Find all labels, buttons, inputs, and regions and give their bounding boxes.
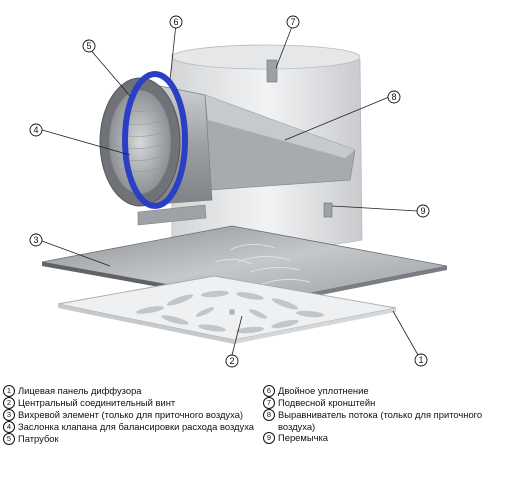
legend-number: 2 — [3, 397, 15, 409]
callout-9: 9 — [416, 204, 430, 218]
callout-5: 5 — [82, 39, 96, 53]
callout-2: 2 — [225, 354, 239, 368]
svg-text:1: 1 — [418, 355, 423, 365]
callout-8: 8 — [387, 90, 401, 104]
leader-lines — [41, 23, 419, 356]
legend-item-face-panel: 1 Лицевая панель диффузора — [3, 385, 258, 397]
callout-6: 6 — [169, 15, 183, 29]
legend-item-damper: 4 Заслонка клапана для балансировки расх… — [3, 421, 258, 433]
legend-number: 6 — [263, 385, 275, 397]
legend-text: Заслонка клапана для балансировки расход… — [18, 421, 254, 432]
legend-number: 3 — [3, 409, 15, 421]
callout-1: 1 — [414, 353, 428, 367]
callout-4: 4 — [29, 123, 43, 137]
legend-text: Лицевая панель диффузора — [18, 385, 142, 396]
svg-text:8: 8 — [391, 92, 396, 102]
legend-text: Перемычка — [278, 432, 328, 444]
svg-text:6: 6 — [173, 17, 178, 27]
damper-mesh — [109, 105, 171, 172]
legend-number: 9 — [263, 432, 275, 445]
legend-item-bridge: 9 Перемычка — [263, 432, 509, 445]
legend-text: Вихревой элемент (только для приточного … — [18, 409, 244, 420]
hanger-bracket — [266, 59, 278, 83]
legend-text: Патрубок — [18, 433, 59, 444]
legend-item-spigot: 5 Патрубок — [3, 433, 258, 445]
legend-number: 8 — [263, 409, 275, 421]
double-seal-ring — [122, 71, 188, 209]
legend-number: 7 — [263, 397, 275, 409]
legend-text: Центральный соединительный винт — [18, 397, 176, 408]
legend-number: 1 — [3, 385, 15, 397]
legend-item-swirl-element: 3 Вихревой элемент (только для приточног… — [3, 409, 258, 421]
bridge-piece — [323, 202, 333, 218]
diffuser-exploded-view: 5 6 7 4 8 9 3 1 2 — [29, 15, 448, 368]
legend-item-flow-equalizer: 8 Выравниватель потока (только для прито… — [263, 409, 509, 432]
legend-item-center-screw: 2 Центральный соединительный винт — [3, 397, 258, 409]
legend-right: 6 Двойное уплотнение 7 Подвесной кронште… — [263, 385, 509, 445]
callout-7: 7 — [286, 15, 300, 29]
spigot-flange — [137, 204, 207, 226]
svg-text:4: 4 — [33, 125, 38, 135]
legend-text: Подвесной кронштейн — [278, 397, 376, 408]
legend-number: 4 — [3, 421, 15, 433]
callout-3: 3 — [29, 233, 43, 247]
svg-text:2: 2 — [229, 356, 234, 366]
face-panel — [57, 275, 397, 344]
svg-text:3: 3 — [33, 235, 38, 245]
svg-text:7: 7 — [290, 17, 295, 27]
svg-text:5: 5 — [86, 41, 91, 51]
legend-text: Двойное уплотнение — [278, 385, 369, 396]
spigot-opening — [99, 77, 181, 207]
legend-left: 1 Лицевая панель диффузора 2 Центральный… — [3, 385, 258, 445]
legend-number: 5 — [3, 433, 15, 445]
legend-item-double-seal: 6 Двойное уплотнение — [263, 385, 509, 397]
svg-text:9: 9 — [420, 206, 425, 216]
legend-item-hanger-bracket: 7 Подвесной кронштейн — [263, 397, 509, 409]
legend-text: Выравниватель потока (только для приточн… — [278, 409, 483, 432]
center-screw — [229, 309, 235, 315]
